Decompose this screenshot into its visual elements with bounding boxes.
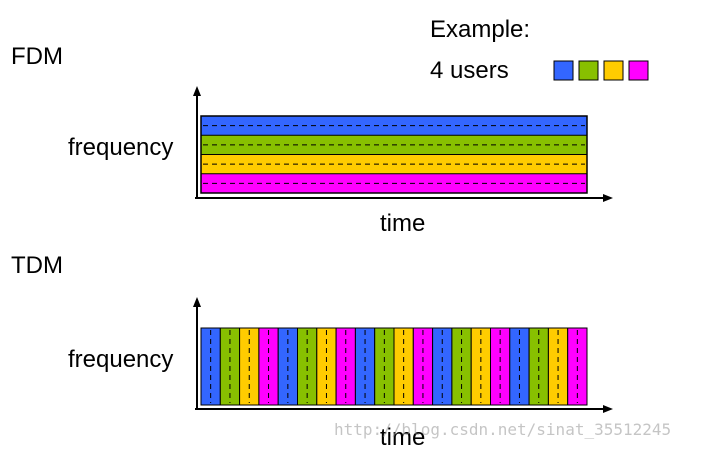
example-users-label: 4 users xyxy=(430,57,509,84)
tdm-time-axis-arrow xyxy=(603,405,613,413)
legend-swatch-user-1 xyxy=(553,60,574,81)
legend-swatch-user-3 xyxy=(603,60,624,81)
fdm-time-label: time xyxy=(380,210,426,237)
fdm-chart xyxy=(193,86,613,202)
example-title: Example: xyxy=(430,16,531,43)
fdm-bands xyxy=(201,116,587,193)
fdm-title: FDM xyxy=(11,43,63,70)
tdm-chart xyxy=(193,297,613,413)
tdm-time-label: time xyxy=(380,424,426,451)
watermark: http://blog.csdn.net/sinat_35512245 xyxy=(334,420,672,439)
tdm-frequency-axis-arrow xyxy=(193,297,201,307)
fdm-frequency-axis-arrow xyxy=(193,86,201,96)
tdm-title: TDM xyxy=(11,252,63,279)
fdm-time-axis-arrow xyxy=(603,194,613,202)
legend-swatch-user-4 xyxy=(628,60,649,81)
tdm-slots xyxy=(200,327,588,406)
tdm-frequency-label: frequency xyxy=(68,346,174,373)
legend-swatch-user-2 xyxy=(578,60,599,81)
user-color-legend xyxy=(553,60,649,81)
fdm-frame xyxy=(200,115,588,194)
fdm-frequency-label: frequency xyxy=(68,134,174,161)
